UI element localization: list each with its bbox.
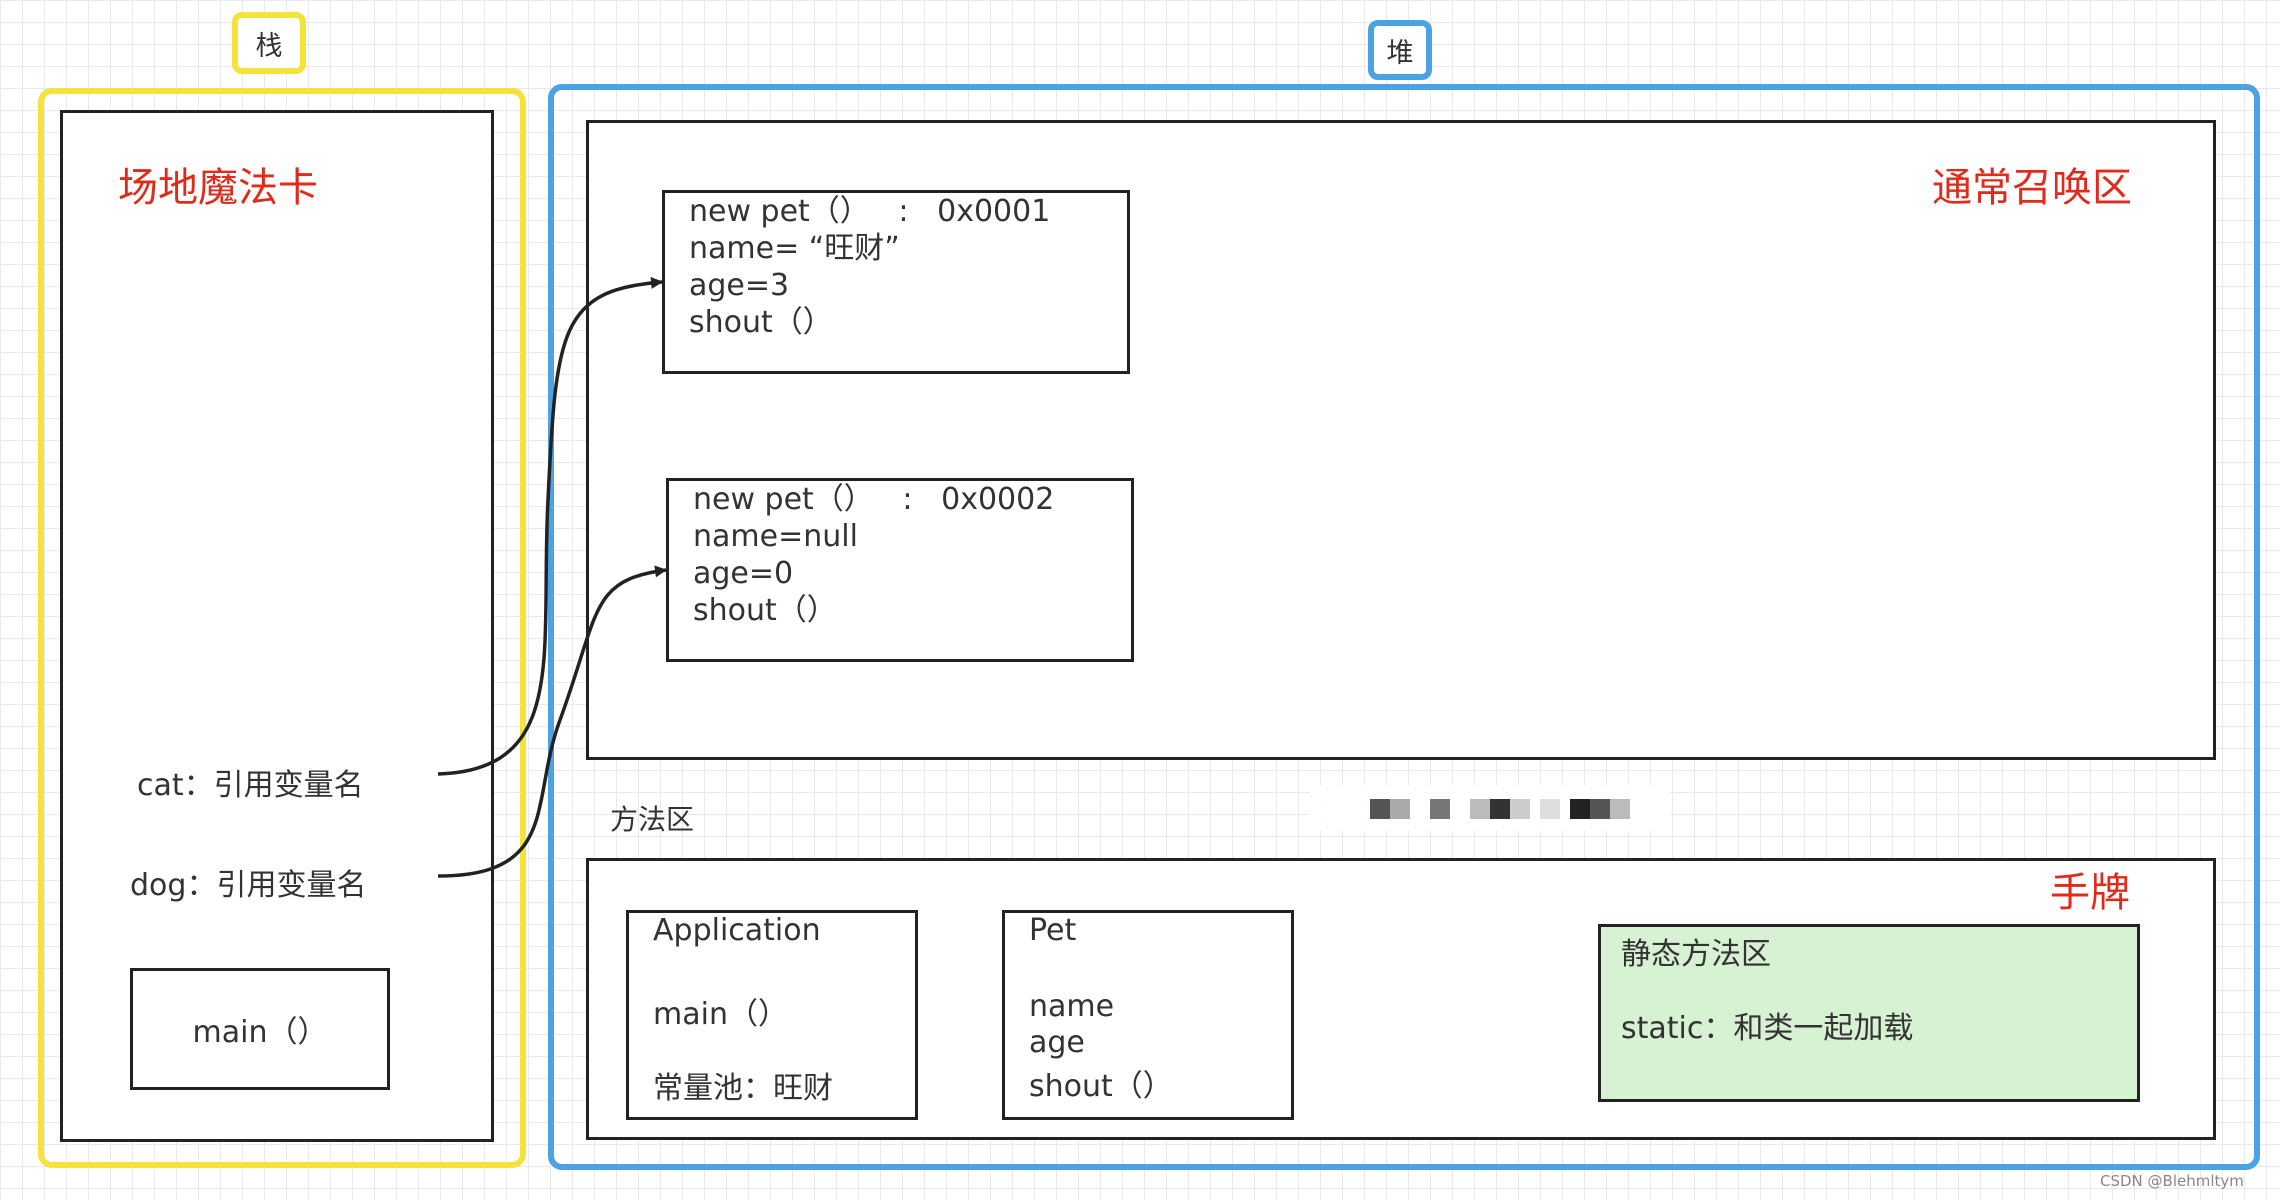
object-field: shout（） xyxy=(693,593,837,628)
pet-object-0x0002: new pet（） : 0x0002 name=null age=0 shout… xyxy=(666,478,1134,662)
pet-class: Pet name age shout（） xyxy=(1002,910,1294,1120)
object-field: age=0 xyxy=(693,556,794,591)
heap-zone xyxy=(548,84,2260,1170)
stack-tag-label: 栈 xyxy=(255,30,283,62)
pet-class-field: shout（） xyxy=(1029,1069,1173,1104)
pet-class-title: Pet xyxy=(1029,913,1077,948)
object-header: new pet（） : 0x0002 xyxy=(693,482,1055,517)
redacted-blur xyxy=(1310,785,1670,831)
cat-reference-label: cat：引用变量名 xyxy=(137,768,364,803)
object-header: new pet（） : 0x0001 xyxy=(689,194,1051,229)
object-field: name=null xyxy=(693,519,858,554)
static-method-area-desc: static：和类一起加载 xyxy=(1621,1011,1914,1046)
dog-reference-label: dog：引用变量名 xyxy=(130,868,367,903)
application-class: Application main（） 常量池：旺财 xyxy=(626,910,918,1120)
pet-class-field: name xyxy=(1029,989,1115,1024)
object-field: shout（） xyxy=(689,305,833,340)
static-method-area: 静态方法区 static：和类一起加载 xyxy=(1598,924,2140,1102)
object-field: age=3 xyxy=(689,268,790,303)
pet-object-0x0001: new pet（） : 0x0001 name= “旺财” age=3 shou… xyxy=(662,190,1130,374)
constant-pool: 常量池：旺财 xyxy=(653,1071,833,1106)
application-main-method: main（） xyxy=(653,997,788,1032)
static-method-area-title: 静态方法区 xyxy=(1621,937,1771,972)
application-class-title: Application xyxy=(653,913,821,948)
object-field: name= “旺财” xyxy=(689,231,900,266)
stack-zone xyxy=(38,88,526,1168)
stack-tag: 栈 xyxy=(232,12,306,74)
pet-class-field: age xyxy=(1029,1025,1085,1060)
heap-tag: 堆 xyxy=(1368,20,1432,80)
stack-card-title: 场地魔法卡 xyxy=(118,165,318,211)
cat-reference-arrow xyxy=(437,276,663,776)
normal-summon-zone-title: 通常召唤区 xyxy=(1932,165,2132,211)
heap-tag-label: 堆 xyxy=(1386,37,1414,69)
main-method-label: main（） xyxy=(192,1015,328,1050)
main-method-frame: main（） xyxy=(130,968,390,1090)
method-area-label: 方法区 xyxy=(610,803,695,836)
dog-reference-arrow xyxy=(437,565,667,878)
hand-zone-title: 手牌 xyxy=(2050,870,2130,916)
watermark: CSDN @Blehmltym xyxy=(2100,1172,2244,1190)
